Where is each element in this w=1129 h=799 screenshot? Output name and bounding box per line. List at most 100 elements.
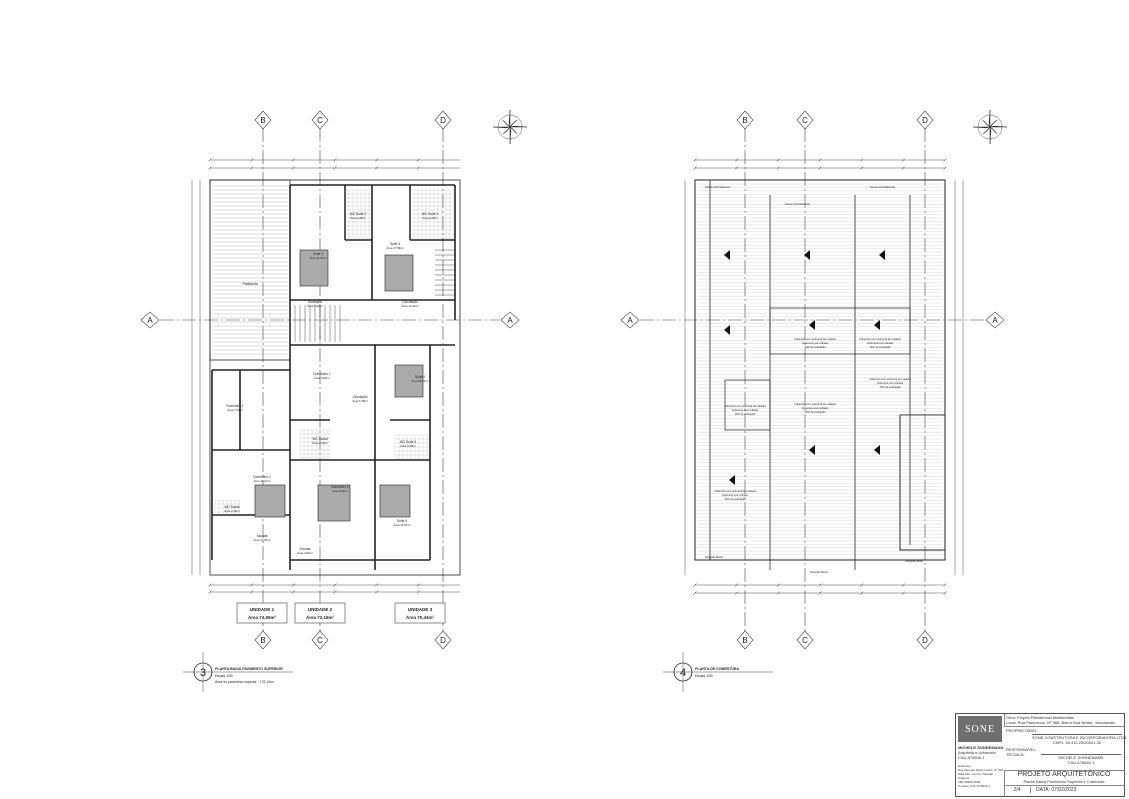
roof-note: 10% de inclinação [869,345,891,349]
room-area: Área 3,29m² [400,444,415,448]
owner-name: SONE CONSTRUTORA E INCORPORADORA LTDA [1032,734,1127,740]
dimension-tick [859,591,864,595]
grid-marker-D [916,110,934,130]
architect-role: Arquiteta e Urbanista [958,750,996,755]
room-label: Escada [300,547,311,551]
room-area: Área 3,53m² [312,441,327,445]
grid-marker-A [620,311,640,329]
dimension-tick [374,583,379,587]
bed [254,484,286,518]
dimension-tick [901,158,906,162]
grid-label-D: D [922,636,928,645]
grid-marker-A [985,311,1005,329]
slope-arrow-icon [729,475,735,485]
outer-boundary [209,179,461,576]
bed [317,484,351,522]
compass-point [989,126,998,135]
dimension-tick [208,590,212,594]
roof-note: Cobertura com estrutura de madeira [794,337,836,341]
dimension-tick [693,158,697,162]
unit-area: Área 74,55m² [248,614,277,620]
address-block: Endereço:Rua Tenente Paulo Lopes, Nº 325… [958,764,1004,788]
bed [384,254,414,292]
compass-point [508,109,511,128]
dimension-tick [208,158,212,162]
slope-arrow-icon [874,445,880,455]
north-arrow-icon [972,109,1008,145]
roof-plan [684,158,964,595]
grid-label-B: B [260,636,265,645]
dimension-tick [374,158,379,162]
architect-name: MICHELE SONNEMANN [958,745,1004,750]
room-area: Área 3,29m² [422,216,437,220]
room-area: Área 8,94m² [332,489,347,493]
owner-cnpj: CNPJ: 35.410.250/0001-30 [1052,740,1102,745]
dimension-tick [249,590,254,594]
room-label: Suíte 2 [313,252,323,256]
grid-marker-C [796,110,814,130]
dimension-tick [333,166,337,170]
room-area: Área 15,32m² [412,379,429,383]
room-label: WC Suíte 3 [422,212,439,216]
roof-note: Cobertura com estrutura de madeira [794,402,836,406]
compass-point [989,125,1008,128]
grid-marker-C [311,630,329,650]
room-area: Área 7,50m² [227,408,242,412]
dimension-tick [818,158,822,162]
compass-point [502,119,511,128]
dimension-tick [776,158,781,162]
room-area: Área 17,89m² [387,246,404,250]
grid-marker-B [254,630,272,650]
dimension-tick [776,591,781,595]
room-label: WC Suíte 2 [350,212,367,216]
dimension-tick [291,590,296,594]
slope-arrow-icon [879,250,885,260]
work-name: Obra: Projeto Residencial Multifamiliar [1006,715,1075,720]
bed [299,249,329,287]
grid-marker-D [434,110,452,130]
grid-label-A: A [507,316,513,325]
plan-title: PLANTA DE COBERTURA [695,667,740,671]
slope-arrow-icon [724,250,730,260]
grid-label-B: B [742,636,747,645]
dimension-tick [818,591,822,595]
room-label: Suíte 5 [397,519,407,523]
work-location: Local: Rua Paulcanos, Nº 368, Bairro Boa… [1006,720,1115,725]
dimension-tick [734,591,739,595]
plan-scale: Escala 1/50 [695,674,713,678]
unit-name: UNIDADE 1 [250,607,275,612]
dimension-tick [249,583,254,587]
room-area: Área 5,53m² [307,304,322,308]
compass-point [509,126,518,135]
dimension-tick [208,166,212,170]
compass-point [982,119,991,128]
dimension-tick [901,591,906,595]
gutter-label: Projeção Beiral [905,559,923,563]
roof-note: Cobertura com telhado [877,381,904,385]
grid-label-C: C [802,116,808,125]
north-arrow-icon [492,109,528,145]
grid-marker-C [311,110,329,130]
dimension-tick [943,591,947,595]
project-title: PROJETO ARQUITETÔNICO [1017,771,1111,778]
bed [379,484,411,518]
roof-outline [899,414,945,551]
dimension-tick [818,166,822,170]
architect-cau: CAU A78649-1 [958,755,985,760]
dimension-tick [374,166,379,170]
dimension-tick [291,166,296,170]
room-label: Dormitório 2 [253,475,271,479]
grid-label-C: C [802,636,808,645]
compass-point [972,126,991,129]
dimension-tick [693,166,697,170]
compass-point [989,126,992,145]
sone-logo: SONE [958,716,1002,742]
dimension-tick [291,158,296,162]
gutter-label: Projeção Beiral [810,570,828,574]
roof-note: 10% de inclinação [804,410,826,414]
grid-label-D: D [922,116,928,125]
grid-marker-D [434,630,452,650]
project-subtitle: Planta Baixa Pavimento Superior e Cobert… [1023,779,1105,784]
grid-marker-A [140,311,160,329]
upper-floor-plan [191,158,461,594]
